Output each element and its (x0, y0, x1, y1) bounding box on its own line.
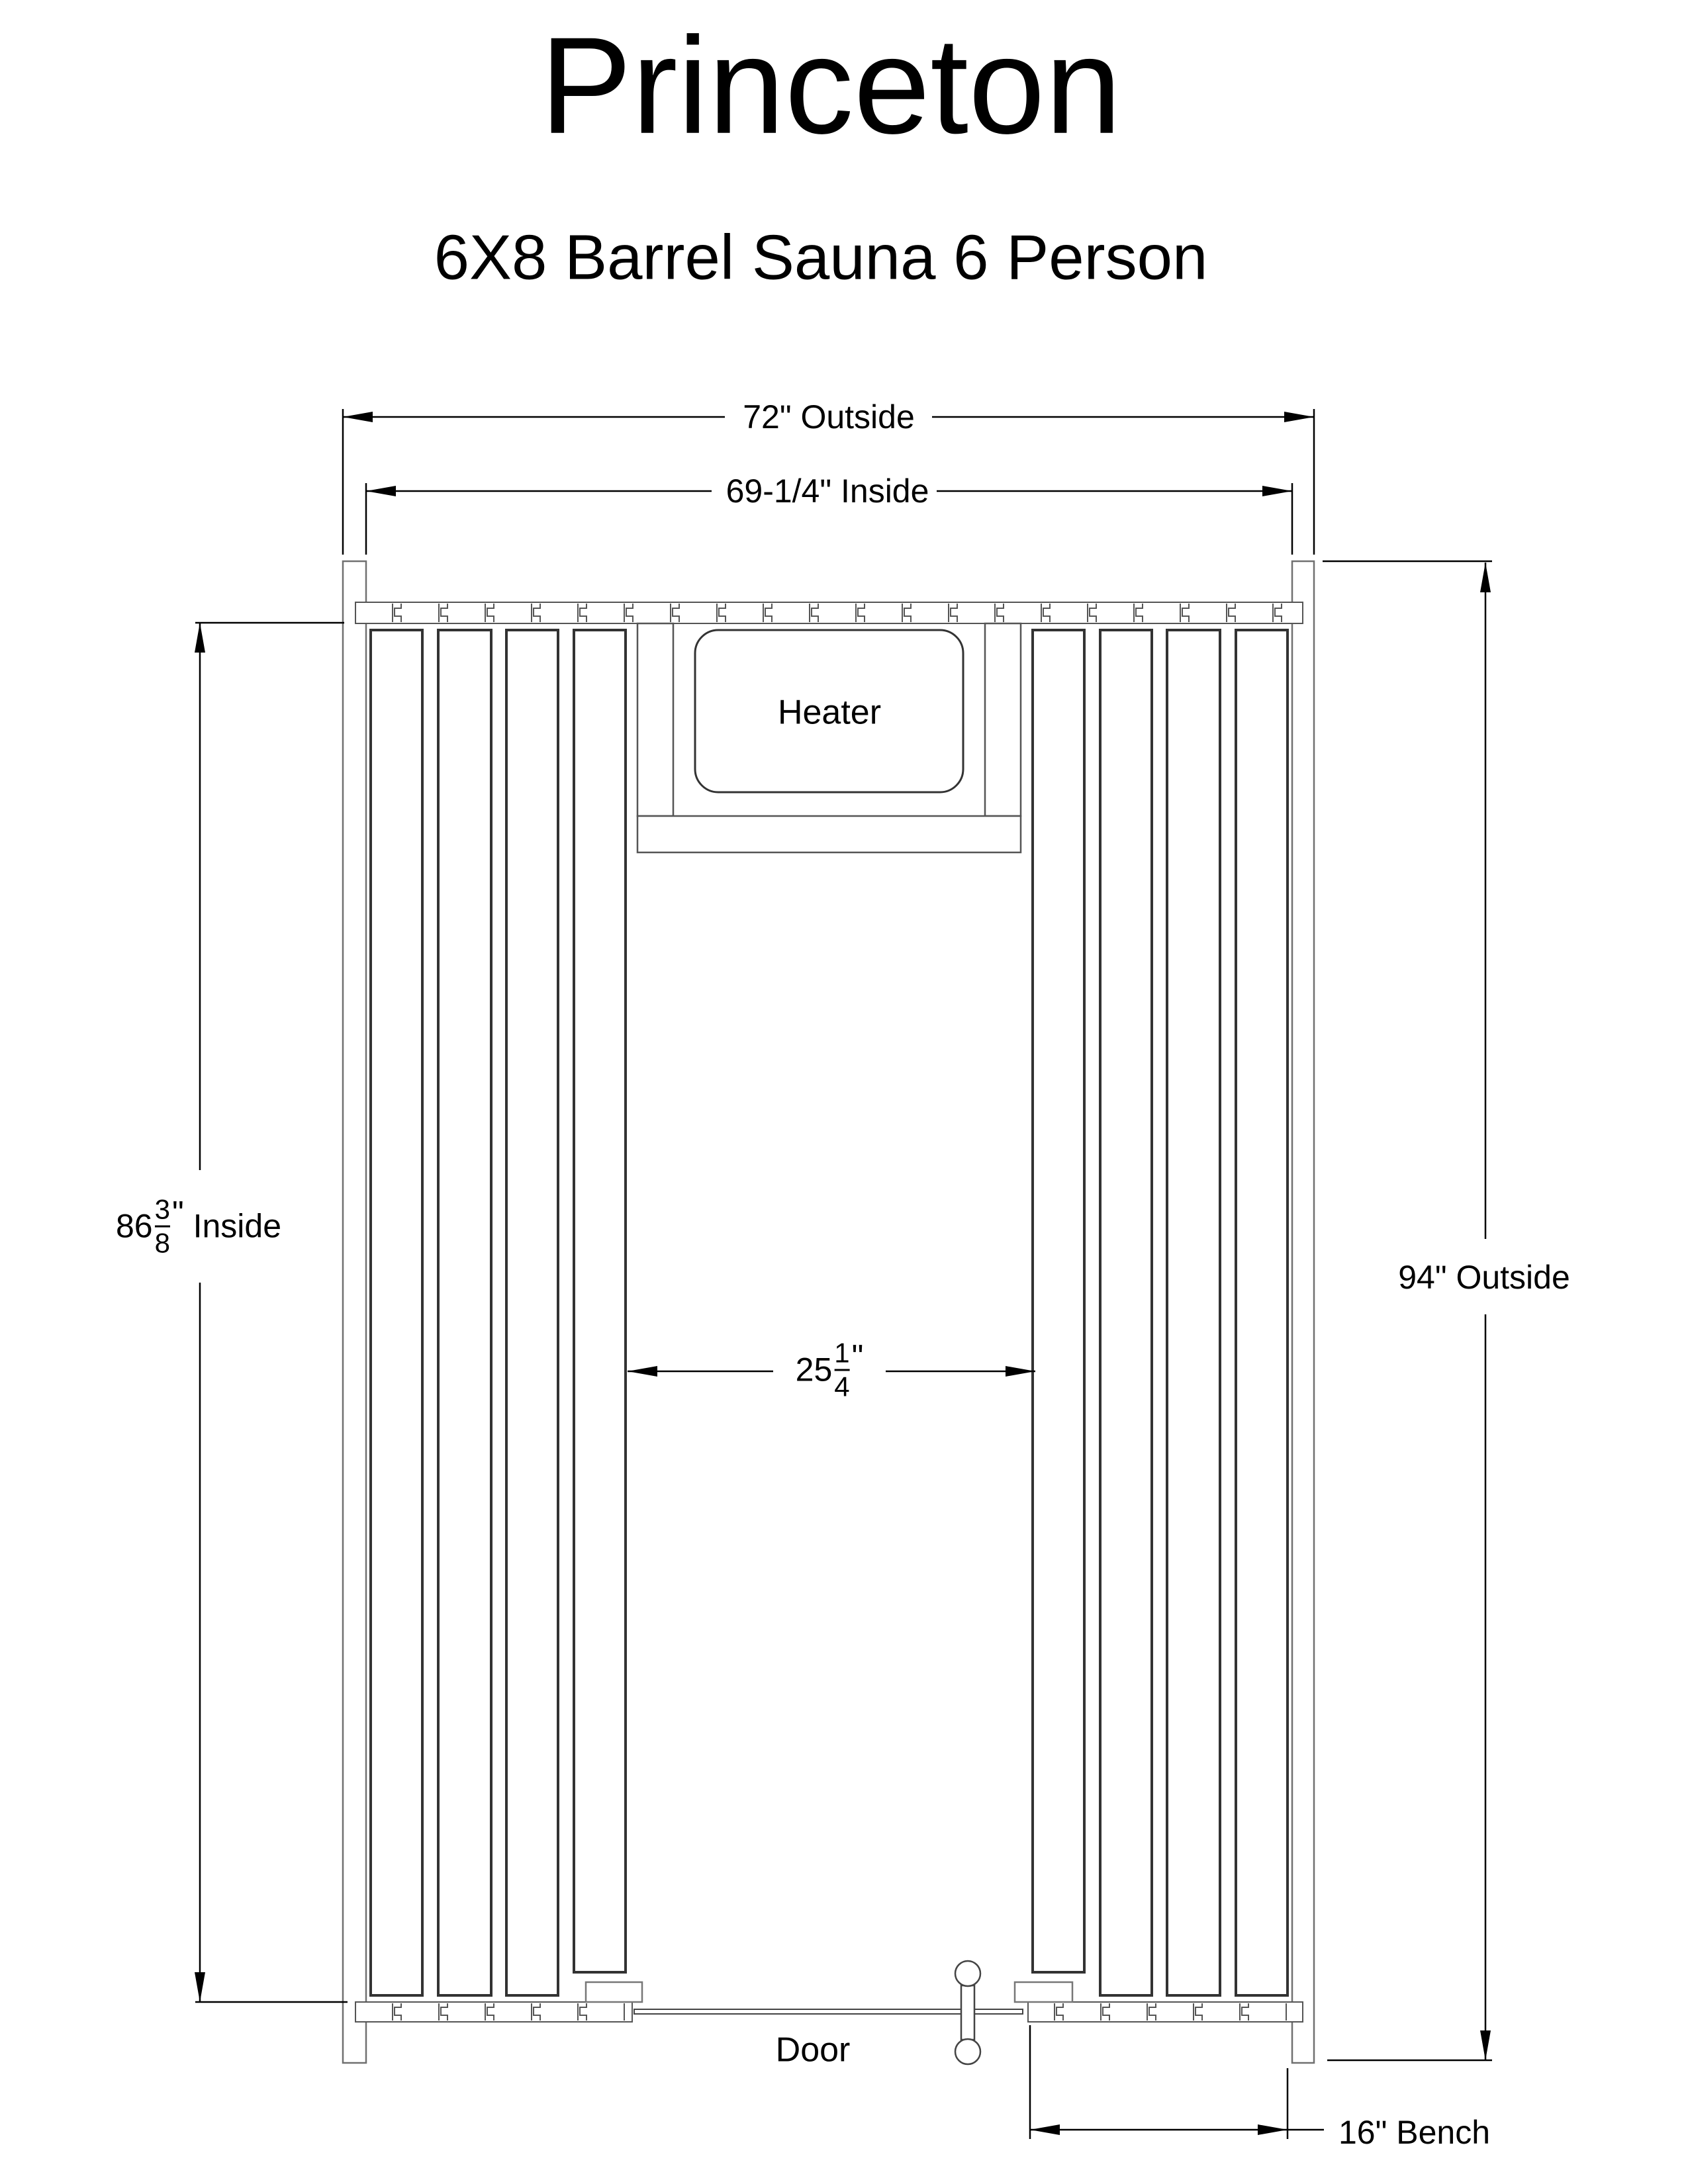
left-wall-post (342, 560, 367, 2064)
dim-label-inside-width: 69-1/4" Inside (726, 472, 929, 510)
back-wall-band (355, 602, 1303, 624)
dim-inside-width (365, 483, 1293, 555)
heater-label: Heater (777, 693, 882, 732)
dim-outside-length (1323, 560, 1492, 2062)
door-line (633, 2009, 1023, 2015)
bench-support-blocks (585, 1981, 1074, 2003)
door-label: Door (775, 2030, 851, 2070)
heater-box (694, 629, 964, 794)
front-wall-band-left (355, 2001, 633, 2023)
dim-label-outside-length: 94" Outside (1398, 1258, 1570, 1296)
heater-platform (636, 815, 1022, 854)
heater-rails (636, 622, 1022, 817)
right-bench-planks (1031, 629, 1289, 1997)
door-handle (954, 1960, 982, 2066)
page-title-text: Princeton (539, 9, 1122, 163)
dim-bench-depth (1029, 2025, 1324, 2139)
dim-label-outside-width: 72" Outside (743, 398, 915, 435)
page-title: Princeton (539, 9, 1122, 163)
left-bench-planks (369, 629, 627, 1997)
dim-inside-length (195, 621, 348, 2003)
right-wall-post (1291, 560, 1315, 2064)
dim-outside-width (342, 409, 1315, 555)
dim-aisle-width (628, 1366, 1035, 1377)
dim-label-bench-depth: 16" Bench (1338, 2113, 1491, 2151)
page-subtitle: 6X8 Barrel Sauna 6 Person (434, 222, 1208, 293)
page-subtitle-text: 6X8 Barrel Sauna 6 Person (434, 222, 1208, 293)
front-wall-band-right (1027, 2001, 1303, 2023)
